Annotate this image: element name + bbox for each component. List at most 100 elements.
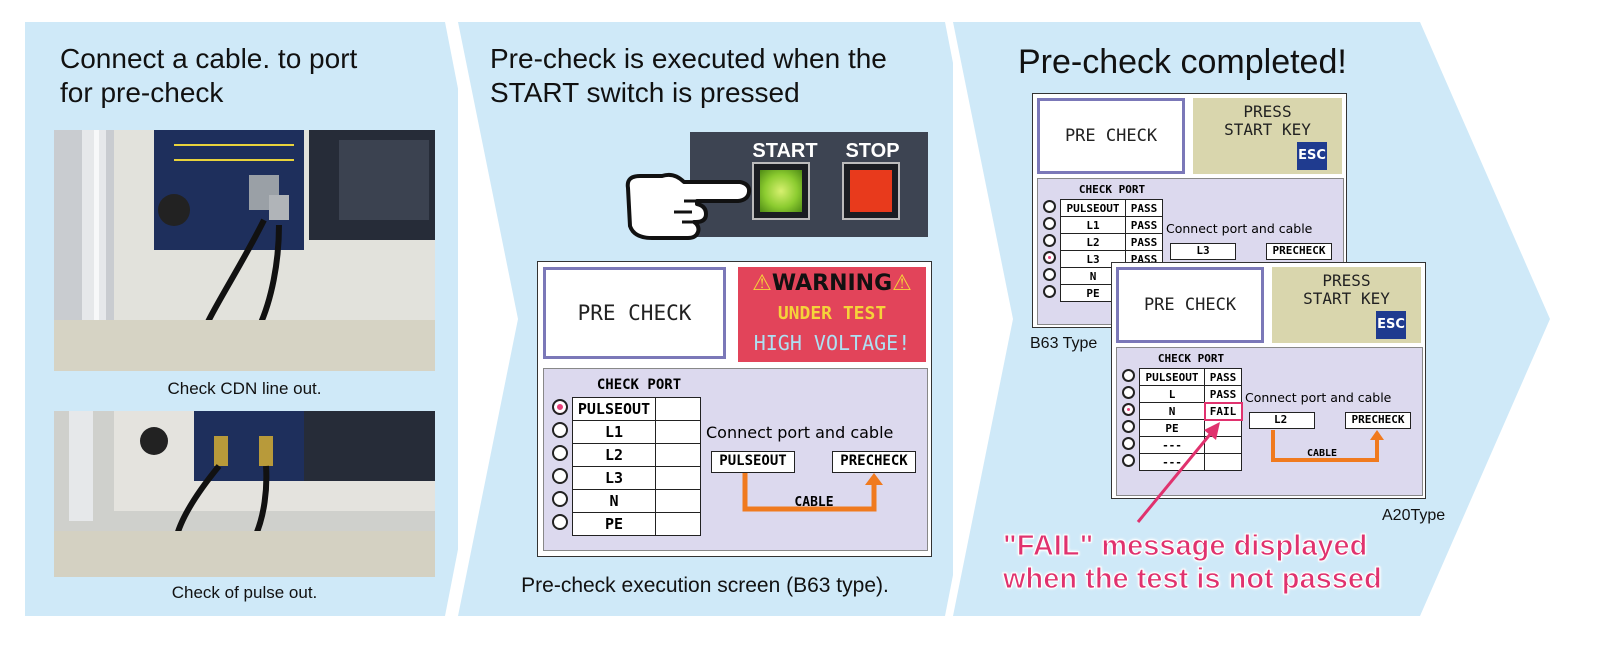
- b63-connect-text: Connect port and cable: [1166, 221, 1313, 236]
- table-row: PULSEOUT: [572, 397, 701, 421]
- port-name: PULSEOUT: [572, 397, 656, 421]
- a20-esc-button[interactable]: ESC: [1376, 311, 1406, 339]
- table-row: L1: [572, 420, 701, 444]
- check-port-title: CHECK PORT: [596, 377, 682, 393]
- step2-title-line1: Pre-check is executed when the: [490, 43, 887, 74]
- a20-completed-screen: PRE CHECK PRESS START KEY ESC CHECK PORT…: [1111, 262, 1426, 499]
- cable-arrow: [742, 473, 883, 512]
- b63-radio-5[interactable]: [1043, 285, 1056, 298]
- fail-result: FAIL: [1203, 401, 1243, 421]
- photo2-caption: Check of pulse out.: [171, 583, 318, 602]
- connect-text: Connect port and cable: [706, 423, 894, 442]
- b63-radio-2[interactable]: [1043, 234, 1056, 247]
- port-radio-n[interactable]: [552, 491, 568, 507]
- port-radio-l2[interactable]: [552, 445, 568, 461]
- port-radio-l1[interactable]: [552, 422, 568, 438]
- port-radio-pulseout[interactable]: [552, 399, 568, 415]
- fail-note: "FAIL" message displayed when the test i…: [1003, 529, 1383, 597]
- port-radio-pe[interactable]: [552, 514, 568, 530]
- b63-precheck-button[interactable]: PRECHECK: [1266, 243, 1332, 260]
- stop-label: STOP: [845, 140, 900, 162]
- b63-check-port-title: CHECK PORT: [1078, 183, 1146, 196]
- b63-radio-0[interactable]: [1043, 200, 1056, 213]
- precheck-button[interactable]: PRECHECK: [832, 451, 916, 473]
- a20-radio-3[interactable]: [1122, 420, 1135, 433]
- port-result: PASS: [1125, 199, 1163, 217]
- port-name: N: [572, 489, 656, 513]
- port-name: ---: [1139, 453, 1205, 471]
- b63-type-label: B63 Type: [1030, 335, 1098, 352]
- lcd-body: CHECK PORT PULSEOUT L1 L2 L3 N PE Connec…: [543, 368, 928, 551]
- port-name: L: [1139, 385, 1205, 403]
- b63-radio-3[interactable]: [1043, 251, 1056, 264]
- a20-radio-4[interactable]: [1122, 437, 1135, 450]
- step2-caption: Pre-check execution screen (B63 type).: [521, 574, 889, 597]
- b63-esc-button[interactable]: ESC: [1297, 142, 1327, 170]
- step1-title-line2: for pre-check: [60, 76, 224, 108]
- port-name: L1: [1060, 216, 1126, 234]
- port-result: [655, 443, 701, 467]
- a20-radio-1[interactable]: [1122, 386, 1135, 399]
- port-result: PASS: [1204, 368, 1242, 386]
- pulse-photo-illustration: [54, 411, 435, 577]
- pulse-out-photo: [54, 411, 435, 577]
- a20-port-box: L2: [1249, 412, 1315, 429]
- step3-title: Pre-check completed!: [1018, 43, 1347, 81]
- port-name: L1: [572, 420, 656, 444]
- step3-notch-cut: [953, 22, 1013, 616]
- port-result: [655, 397, 701, 421]
- port-result: [655, 466, 701, 490]
- a20-header: PRE CHECK: [1116, 267, 1264, 343]
- port-radio-l3[interactable]: [552, 468, 568, 484]
- port-result: [1204, 436, 1242, 454]
- b63-radio-4[interactable]: [1043, 268, 1056, 281]
- a20-radio-2[interactable]: [1122, 403, 1135, 416]
- fail-pointer-arrow: [1136, 422, 1220, 523]
- warning-title: ⚠WARNING⚠: [738, 271, 926, 296]
- a20-connect-text: Connect port and cable: [1245, 390, 1392, 405]
- port-result: [655, 489, 701, 513]
- table-row: PE: [1139, 419, 1242, 437]
- a20-press-box: PRESS START KEY ESC: [1272, 267, 1421, 343]
- a20-radio-5[interactable]: [1122, 454, 1135, 467]
- a20-press-line1: PRESS: [1322, 271, 1371, 290]
- port-name: L3: [572, 466, 656, 490]
- port-name: L2: [1060, 233, 1126, 251]
- b63-press-box: PRESS START KEY ESC: [1193, 98, 1342, 174]
- check-port-table: PULSEOUT L1 L2 L3 N PE: [572, 397, 701, 536]
- table-row: N: [572, 489, 701, 513]
- table-row: ---: [1139, 436, 1242, 454]
- b63-press-line1: PRESS: [1243, 102, 1292, 121]
- screen-header: PRE CHECK: [543, 267, 726, 359]
- warning-title-text: WARNING: [771, 271, 893, 296]
- a20-precheck-button[interactable]: PRECHECK: [1345, 412, 1411, 429]
- high-voltage-text: HIGH VOLTAGE!: [753, 331, 911, 355]
- a20-type-label: A20Type: [1382, 507, 1446, 524]
- start-button[interactable]: [752, 162, 810, 220]
- pointing-hand-icon: [625, 172, 752, 240]
- under-test-text: UNDER TEST: [777, 303, 887, 324]
- cable-label: CABLE: [794, 495, 834, 510]
- fail-note-line1: "FAIL" message displayed: [1003, 529, 1368, 562]
- port-result: [655, 512, 701, 536]
- step1-title: Connect a cable. to port for pre-check: [60, 42, 357, 109]
- a20-cable-arrow: [1271, 430, 1384, 462]
- b63-header: PRE CHECK: [1037, 98, 1185, 174]
- warning-triangle-icon: ⚠: [892, 271, 912, 296]
- precheck-execution-screen: PRE CHECK ⚠WARNING⚠ UNDER TEST HIGH VOLT…: [537, 261, 932, 557]
- step3-chevron: [1420, 22, 1550, 616]
- port-result: PASS: [1204, 385, 1242, 403]
- port-result: PASS: [1125, 216, 1163, 234]
- b63-radio-1[interactable]: [1043, 217, 1056, 230]
- a20-radio-0[interactable]: [1122, 369, 1135, 382]
- fail-note-line2: when the test is not passed: [1003, 563, 1383, 596]
- stop-button[interactable]: [842, 162, 900, 220]
